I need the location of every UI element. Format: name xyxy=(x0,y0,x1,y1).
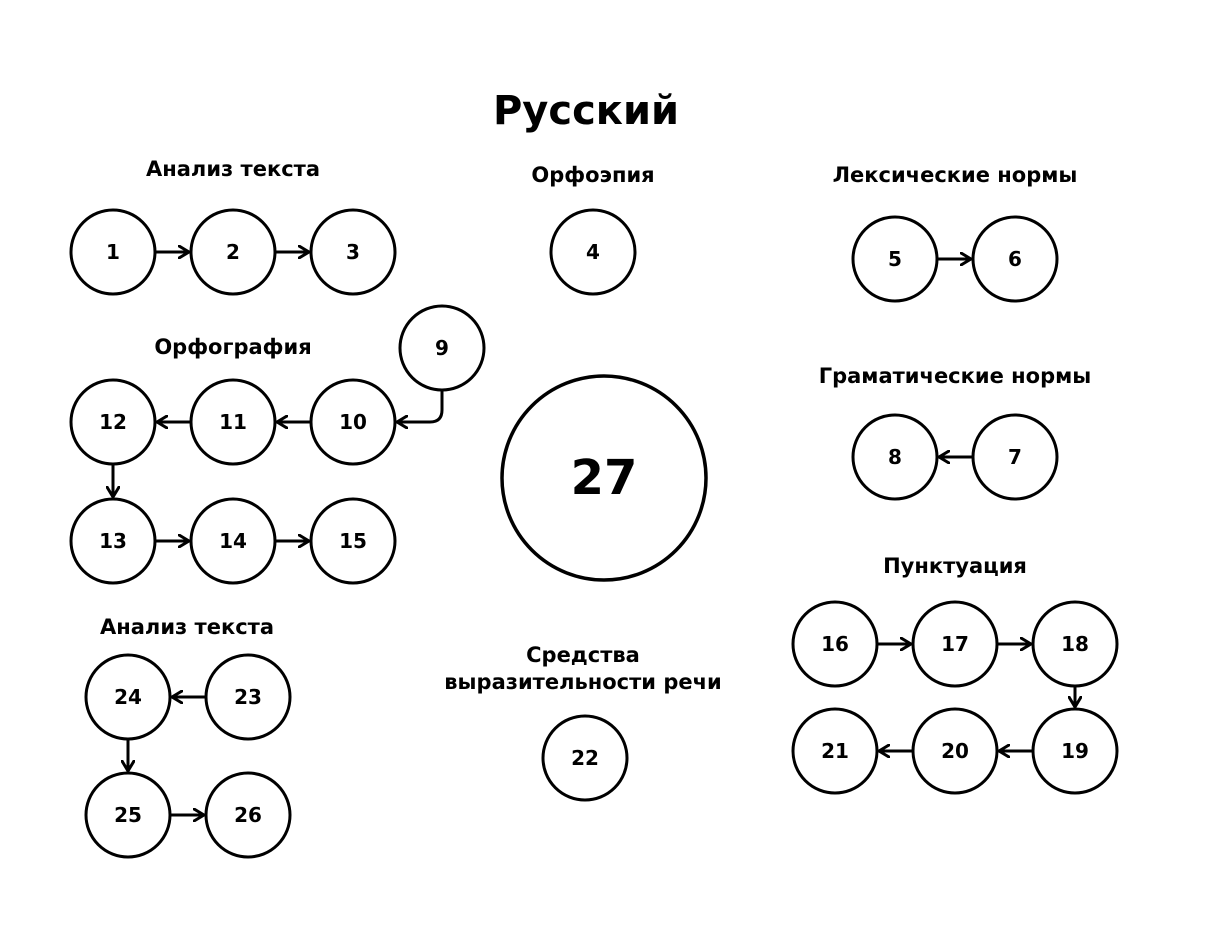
node-15-label: 15 xyxy=(339,529,367,553)
node-11: 11 xyxy=(189,378,277,466)
section-title-lexical-norms: Лексические нормы xyxy=(832,163,1078,187)
node-11-circle xyxy=(189,378,277,466)
node-17-label: 17 xyxy=(941,632,969,656)
page-title: Русский xyxy=(492,88,680,134)
section-title-orthoepy: Орфоэпия xyxy=(531,163,655,187)
node-15: 15 xyxy=(309,497,397,585)
node-13: 13 xyxy=(69,497,157,585)
node-14-label: 14 xyxy=(219,529,247,553)
edge-9-to-10 xyxy=(395,388,444,422)
node-19: 19 xyxy=(1031,707,1119,795)
node-22-label: 22 xyxy=(571,746,599,770)
node-5-circle xyxy=(851,215,939,303)
node-10-label: 10 xyxy=(339,410,367,434)
node-6: 6 xyxy=(971,215,1059,303)
node-2-label: 2 xyxy=(226,240,240,264)
section-title-expressive-line-1: Средства xyxy=(526,643,640,667)
node-25-label: 25 xyxy=(114,803,142,827)
node-26-label: 26 xyxy=(234,803,262,827)
node-2-circle xyxy=(189,208,277,296)
node-8-label: 8 xyxy=(888,445,902,469)
node-9-circle xyxy=(398,304,486,392)
node-27: 27 xyxy=(500,374,708,582)
node-26: 26 xyxy=(204,771,292,859)
node-25: 25 xyxy=(84,771,172,859)
node-12-circle xyxy=(69,378,157,466)
node-21-circle xyxy=(791,707,879,795)
node-22-circle xyxy=(541,714,629,802)
node-9-label: 9 xyxy=(435,336,449,360)
node-16-label: 16 xyxy=(821,632,849,656)
section-title-expressive-line-2: выразительности речи xyxy=(444,670,722,695)
node-14-circle xyxy=(189,497,277,585)
node-21-label: 21 xyxy=(821,739,849,763)
node-10: 10 xyxy=(309,378,397,466)
node-23: 23 xyxy=(204,653,292,741)
node-18-circle xyxy=(1031,600,1119,688)
node-4: 4 xyxy=(549,208,637,296)
node-4-circle xyxy=(549,208,637,296)
node-23-circle xyxy=(204,653,292,741)
section-title-grammar-norms: Граматические нормы xyxy=(818,364,1092,388)
node-11-label: 11 xyxy=(219,410,247,434)
node-2: 2 xyxy=(189,208,277,296)
node-3-label: 3 xyxy=(346,240,360,264)
node-3-circle xyxy=(309,208,397,296)
node-23-label: 23 xyxy=(234,685,262,709)
node-8-circle xyxy=(851,413,939,501)
node-16-circle xyxy=(791,600,879,688)
node-6-label: 6 xyxy=(1008,247,1022,271)
node-13-label: 13 xyxy=(99,529,127,553)
section-title-expressive-means: Средства выразительности речи xyxy=(444,642,721,697)
node-6-circle xyxy=(971,215,1059,303)
node-15-circle xyxy=(309,497,397,585)
section-title-analysis-1: Анализ текста xyxy=(146,157,320,181)
section-title-orthography: Орфография xyxy=(154,335,312,359)
node-1-label: 1 xyxy=(106,240,120,264)
node-20-circle xyxy=(911,707,999,795)
node-7-label: 7 xyxy=(1008,445,1022,469)
node-24-circle xyxy=(84,653,172,741)
node-19-circle xyxy=(1031,707,1119,795)
node-5: 5 xyxy=(851,215,939,303)
node-20-label: 20 xyxy=(941,739,969,763)
node-12: 12 xyxy=(69,378,157,466)
node-14: 14 xyxy=(189,497,277,585)
node-5-label: 5 xyxy=(888,247,902,271)
node-10-circle xyxy=(309,378,397,466)
edges-layer xyxy=(113,252,1075,815)
node-21: 21 xyxy=(791,707,879,795)
node-20: 20 xyxy=(911,707,999,795)
node-7-circle xyxy=(971,413,1059,501)
node-9: 9 xyxy=(398,304,486,392)
section-title-analysis-2: Анализ текста xyxy=(100,615,274,639)
node-16: 16 xyxy=(791,600,879,688)
node-19-label: 19 xyxy=(1061,739,1089,763)
node-1-circle xyxy=(69,208,157,296)
node-7: 7 xyxy=(971,413,1059,501)
node-18-label: 18 xyxy=(1061,632,1089,656)
node-24: 24 xyxy=(84,653,172,741)
section-title-punctuation: Пунктуация xyxy=(883,554,1027,578)
node-26-circle xyxy=(204,771,292,859)
node-24-label: 24 xyxy=(114,685,142,709)
node-4-label: 4 xyxy=(586,240,600,264)
node-1: 1 xyxy=(69,208,157,296)
node-12-label: 12 xyxy=(99,410,127,434)
node-22: 22 xyxy=(541,714,629,802)
node-17-circle xyxy=(911,600,999,688)
node-8: 8 xyxy=(851,413,939,501)
node-27-circle xyxy=(500,374,708,582)
node-13-circle xyxy=(69,497,157,585)
node-27-label: 27 xyxy=(571,450,638,506)
node-3: 3 xyxy=(309,208,397,296)
node-18: 18 xyxy=(1031,600,1119,688)
node-17: 17 xyxy=(911,600,999,688)
node-25-circle xyxy=(84,771,172,859)
